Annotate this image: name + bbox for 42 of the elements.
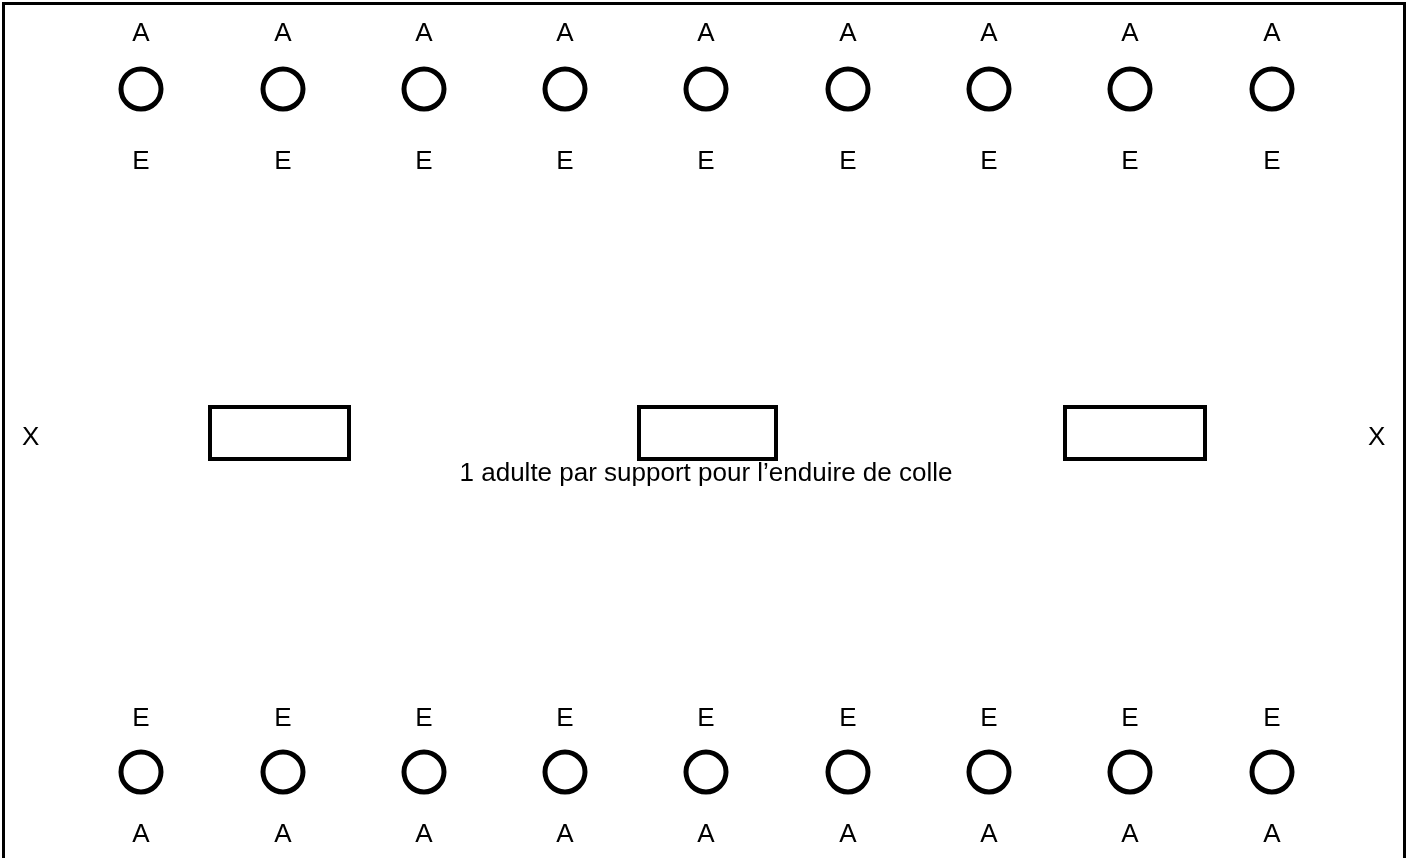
letter-label: A [838,19,858,45]
letter-label: E [838,704,858,730]
letter-label: A [414,19,434,45]
letter-label: A [1262,820,1282,846]
letter-label: E [555,704,575,730]
letter-label: A [131,19,151,45]
letter-label: A [696,820,716,846]
support-rectangle [208,405,351,461]
letter-label: A [838,820,858,846]
letter-label: E [414,704,434,730]
letter-label: E [1120,704,1140,730]
letter-label: E [131,704,151,730]
letter-label: A [273,19,293,45]
letter-label: A [696,19,716,45]
support-rectangle [1063,405,1207,461]
letter-label: A [273,820,293,846]
letter-label: E [696,704,716,730]
letter-label: A [131,820,151,846]
letter-label: E [979,147,999,173]
letter-label: E [979,704,999,730]
letter-label: A [1120,19,1140,45]
letter-label: A [1120,820,1140,846]
letter-label: A [555,19,575,45]
letter-label: E [414,147,434,173]
letter-label: A [979,19,999,45]
letter-label: E [838,147,858,173]
letter-label: A [1262,19,1282,45]
note-text: 1 adulte par support pour l’enduire de colle [459,458,953,486]
letter-label: A [555,820,575,846]
letter-label: A [414,820,434,846]
support-rectangle [637,405,778,461]
side-marker: X [1368,422,1386,450]
letter-label: E [1120,147,1140,173]
letter-label: E [555,147,575,173]
letter-label: E [131,147,151,173]
side-marker: X [22,422,40,450]
letter-label: E [1262,704,1282,730]
letter-label: E [696,147,716,173]
letter-label: E [273,704,293,730]
letter-label: E [273,147,293,173]
letter-label: E [1262,147,1282,173]
letter-label: A [979,820,999,846]
